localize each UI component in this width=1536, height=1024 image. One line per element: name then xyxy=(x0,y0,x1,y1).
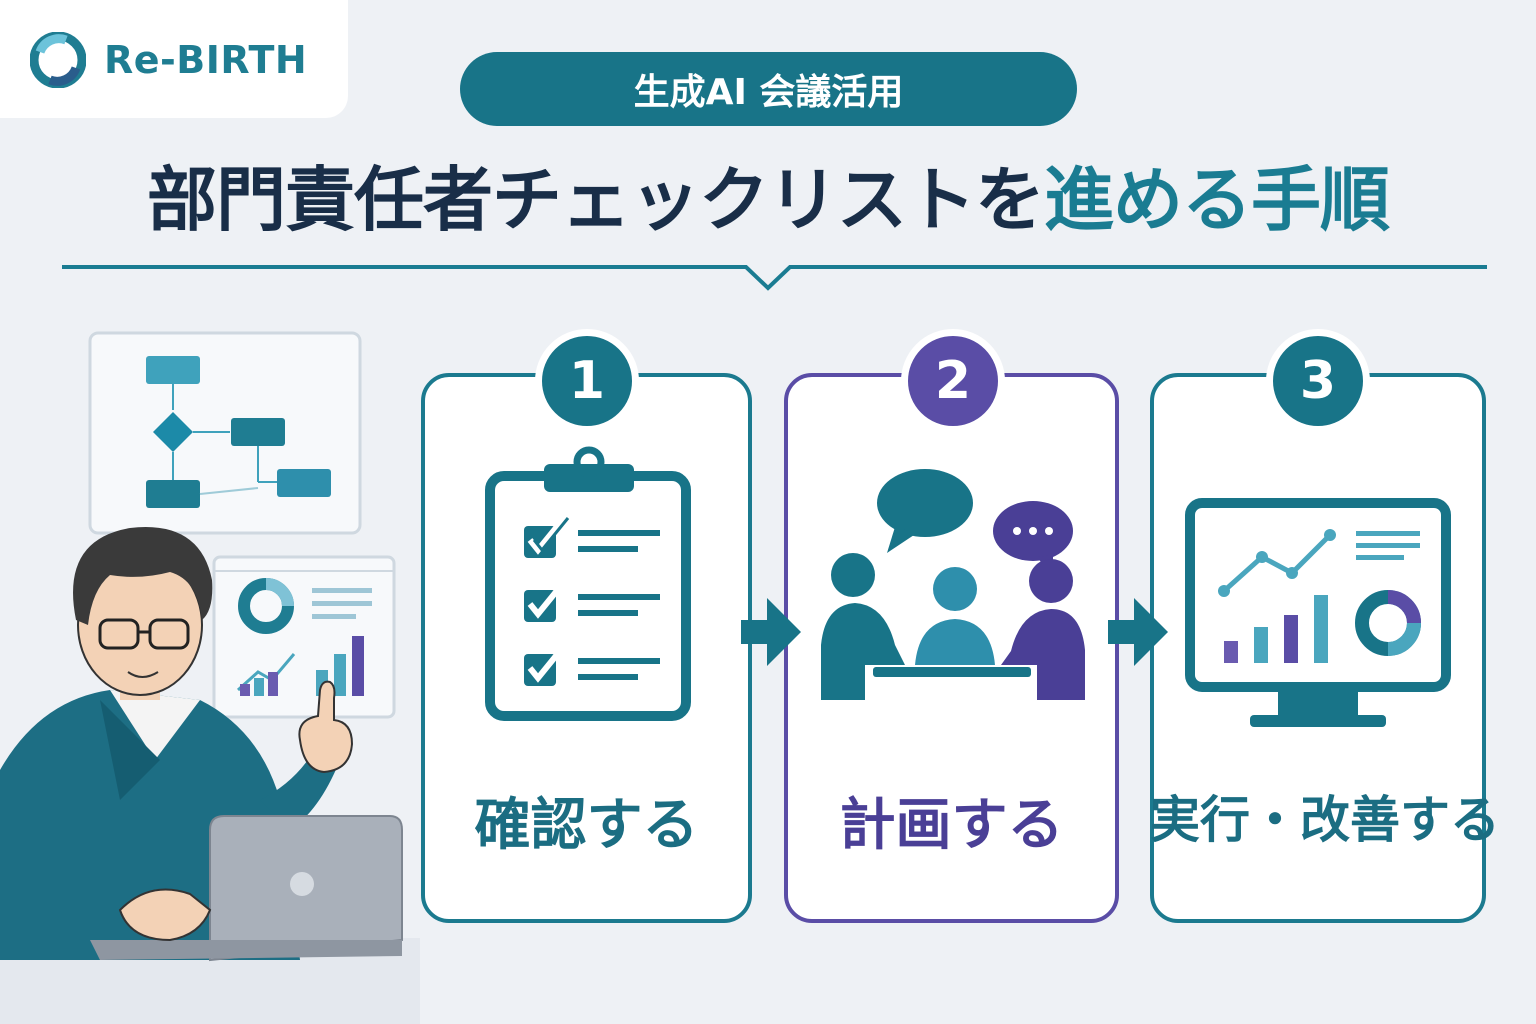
page-title: 部門責任者チェックリストを進める手順 xyxy=(40,150,1496,250)
step-card-3 xyxy=(1150,373,1486,923)
step-number-1: 1 xyxy=(535,329,639,433)
meeting-discussion-icon xyxy=(821,469,1085,700)
category-pill: 生成AI 会議活用 xyxy=(460,52,1077,126)
flow-arrow-1-icon xyxy=(741,598,801,666)
flow-arrow-2-icon xyxy=(1108,598,1168,666)
brand-logo: Re-BIRTH xyxy=(0,0,348,118)
brand-name: Re-BIRTH xyxy=(104,38,308,82)
step-label-1: 確認する xyxy=(474,793,699,858)
brand-swirl-icon xyxy=(30,32,86,88)
step-number-2: 2 xyxy=(901,329,1005,433)
step-label-2: 計画する xyxy=(839,793,1064,858)
checklist-clipboard-icon xyxy=(485,446,691,721)
flowchart-panel-icon xyxy=(88,331,362,535)
title-divider xyxy=(62,265,1487,291)
step-label-3: 実行・改善する xyxy=(1150,791,1500,849)
step-number-3: 3 xyxy=(1266,329,1370,433)
laptop-icon xyxy=(90,815,403,962)
presenter-illustration xyxy=(0,331,420,1024)
title-main: 部門責任者チェックリストを xyxy=(147,159,1045,241)
analytics-monitor-icon xyxy=(1185,498,1451,727)
dashboard-panel-icon xyxy=(212,555,396,719)
title-accent: 進める手順 xyxy=(1044,159,1390,241)
